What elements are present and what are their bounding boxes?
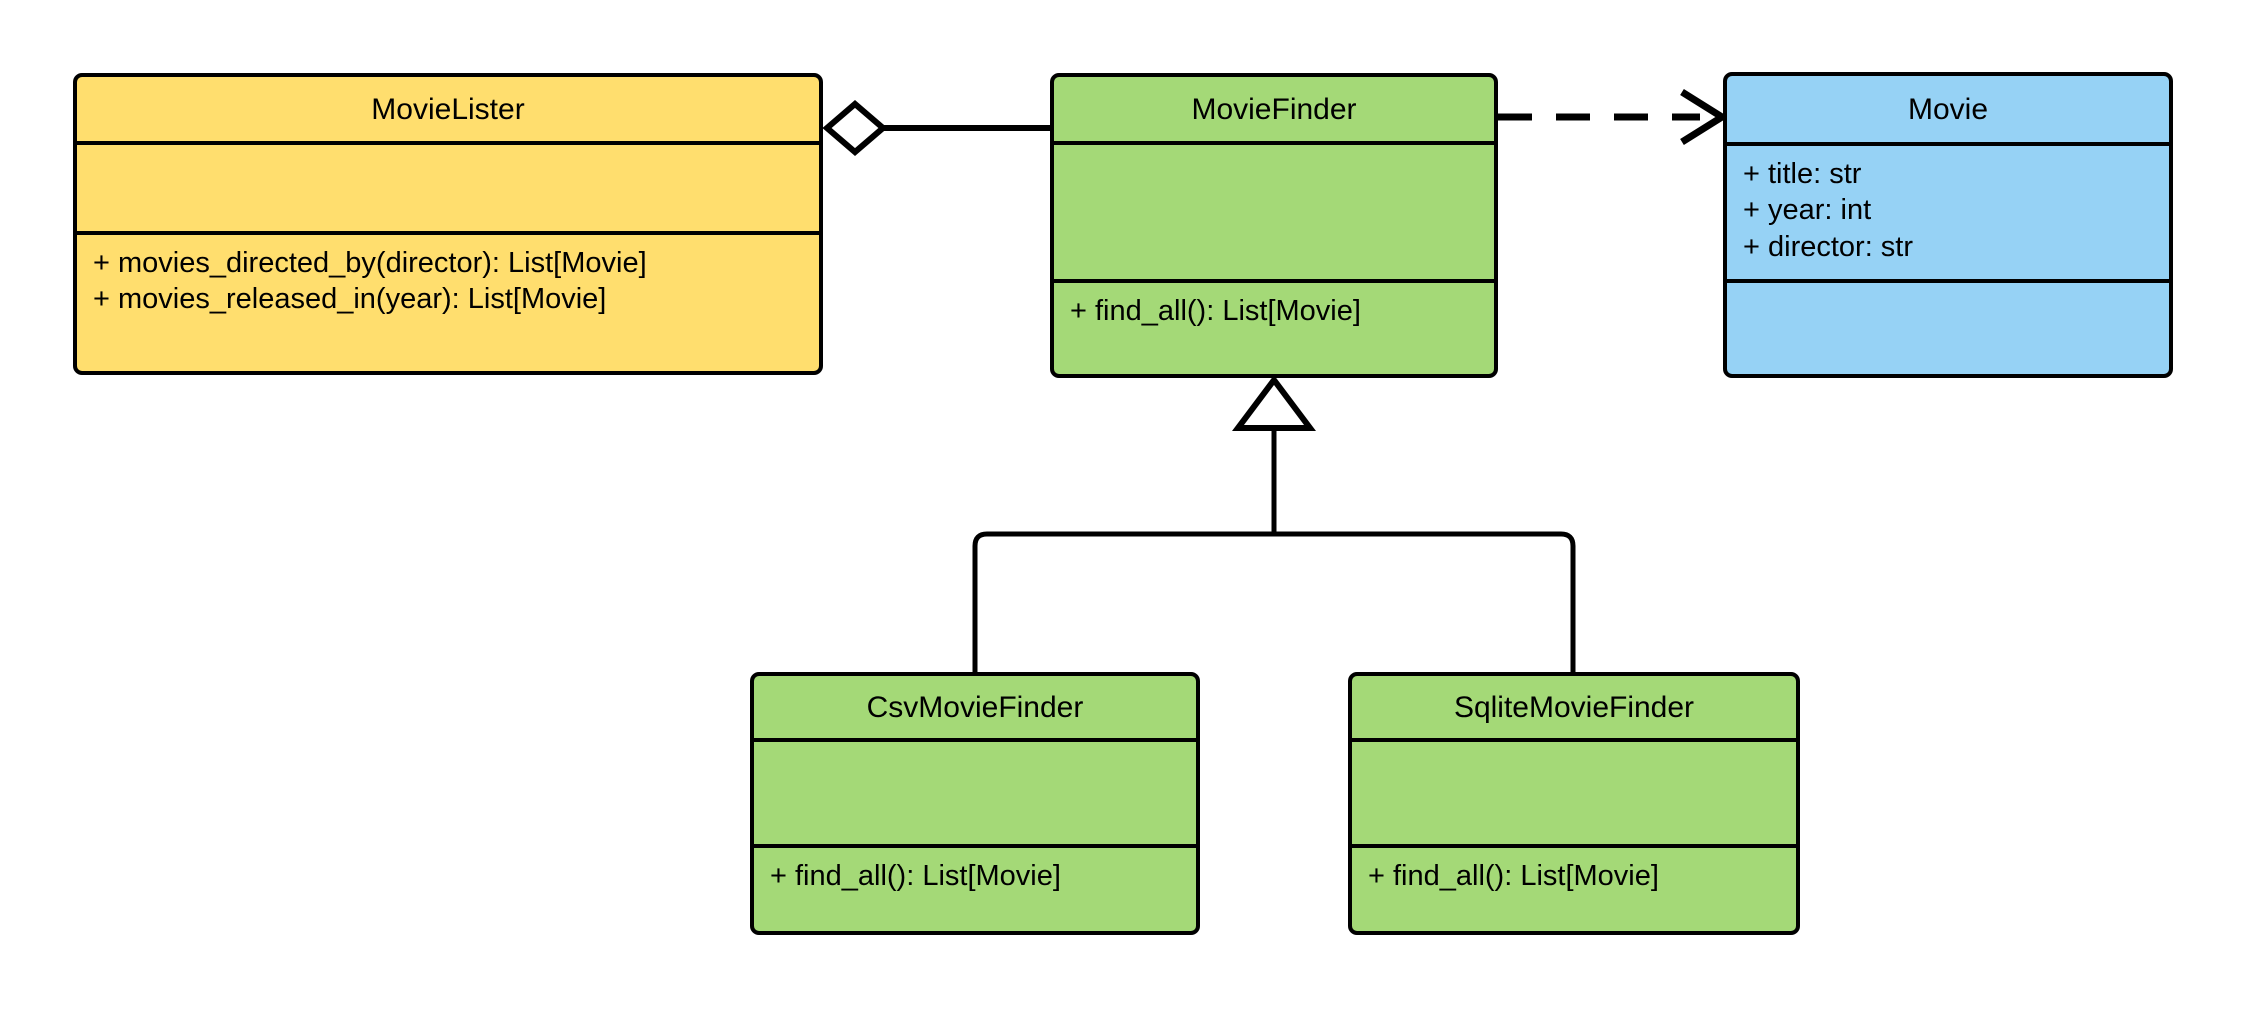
class-name-csv-movie-finder: CsvMovieFinder: [754, 676, 1196, 742]
class-name-movie-lister: MovieLister: [77, 77, 819, 145]
class-box-csv-movie-finder[interactable]: CsvMovieFinder + find_all(): List[Movie]: [750, 672, 1200, 935]
inheritance-tree: [972, 375, 1576, 672]
hollow-diamond-icon: [822, 100, 888, 156]
attribute-item: + year: int: [1743, 194, 1872, 227]
class-attributes-sqlite-movie-finder: [1352, 742, 1796, 848]
class-operations-movie-lister: + movies_directed_by(director): List[Mov…: [77, 235, 819, 371]
class-box-movie-lister[interactable]: MovieLister + movies_directed_by(directo…: [73, 73, 823, 375]
class-attributes-movie-finder: [1054, 145, 1494, 283]
class-name-movie-finder: MovieFinder: [1054, 77, 1494, 145]
operation-item: + find_all(): List[Movie]: [1070, 295, 1361, 327]
class-box-sqlite-movie-finder[interactable]: SqliteMovieFinder + find_all(): List[Mov…: [1348, 672, 1800, 935]
operation-item: + movies_directed_by(director): List[Mov…: [93, 247, 647, 279]
class-box-movie[interactable]: Movie + title: str + year: int + directo…: [1723, 72, 2173, 378]
class-operations-movie: [1727, 283, 2169, 368]
class-box-movie-finder[interactable]: MovieFinder + find_all(): List[Movie]: [1050, 73, 1498, 378]
aggregation-lister-finder: [822, 100, 1050, 156]
hollow-triangle-icon: [1232, 375, 1316, 431]
class-operations-sqlite-movie-finder: + find_all(): List[Movie]: [1352, 848, 1796, 931]
class-attributes-csv-movie-finder: [754, 742, 1196, 848]
attribute-item: + title: str: [1743, 158, 1862, 190]
inheritance-branch-bus: [972, 531, 1576, 672]
dependency-finder-movie: [1498, 89, 1729, 145]
class-name-sqlite-movie-finder: SqliteMovieFinder: [1352, 676, 1796, 742]
open-arrow-icon: [1680, 89, 1729, 145]
class-operations-movie-finder: + find_all(): List[Movie]: [1054, 283, 1494, 374]
operation-item: + find_all(): List[Movie]: [770, 860, 1061, 892]
class-attributes-movie: + title: str + year: int + director: str: [1727, 146, 2169, 283]
class-operations-csv-movie-finder: + find_all(): List[Movie]: [754, 848, 1196, 931]
attribute-item: + director: str: [1743, 230, 1914, 263]
class-name-movie: Movie: [1727, 76, 2169, 146]
operation-item: + find_all(): List[Movie]: [1368, 860, 1659, 892]
operation-item: + movies_released_in(year): List[Movie]: [93, 283, 607, 316]
class-attributes-movie-lister: [77, 145, 819, 235]
